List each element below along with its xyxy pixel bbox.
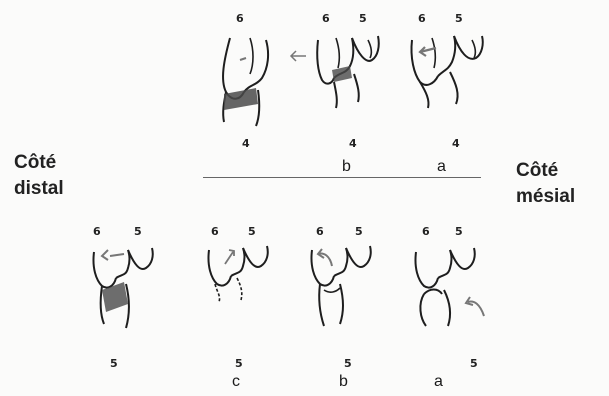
tooth-number-label: 4: [349, 137, 357, 150]
tooth-number-label: 6: [418, 12, 426, 25]
tooth-number-label: 6: [93, 225, 101, 238]
tooth-number-label: 4: [242, 137, 250, 150]
tooth-number-label: 6: [211, 225, 219, 238]
tooth-number-label: 5: [248, 225, 256, 238]
tooth-figure-top-1: [210, 30, 280, 135]
left-arrow-icon: [288, 50, 308, 62]
tooth-number-label: 5: [455, 12, 463, 25]
mesial-side-label-line1: Côté: [516, 158, 575, 184]
tooth-figure-bottom-1: [86, 244, 166, 339]
tooth-number-label: 5: [470, 357, 478, 370]
tooth-figure-bottom-2: [203, 244, 283, 304]
tooth-number-label: 5: [355, 225, 363, 238]
figure-letter: a: [434, 373, 443, 391]
tooth-number-label: 6: [322, 12, 330, 25]
tooth-number-label: 5: [110, 357, 118, 370]
tooth-number-label: 5: [455, 225, 463, 238]
tooth-number-label: 6: [316, 225, 324, 238]
tooth-figure-bottom-4: [408, 244, 493, 339]
row-divider-line: [203, 177, 481, 178]
tooth-number-label: 6: [422, 225, 430, 238]
figure-letter: b: [342, 158, 351, 176]
distal-side-label: Côté distal: [14, 150, 64, 202]
tooth-number-label: 5: [359, 12, 367, 25]
tooth-number-label: 4: [452, 137, 460, 150]
tooth-number-label: 6: [236, 12, 244, 25]
mesial-side-label-line2: mésial: [516, 184, 575, 210]
tooth-figure-top-2: [310, 30, 395, 110]
distal-side-label-line1: Côté: [14, 150, 64, 176]
tooth-number-label: 5: [134, 225, 142, 238]
distal-side-label-line2: distal: [14, 176, 64, 202]
mesial-side-label: Côté mésial: [516, 158, 575, 210]
figure-letter: c: [232, 373, 240, 391]
tooth-figure-bottom-3: [302, 244, 382, 339]
tooth-figure-top-3: [406, 30, 491, 110]
figure-letter: b: [339, 373, 348, 391]
tooth-number-label: 5: [344, 357, 352, 370]
tooth-number-label: 5: [235, 357, 243, 370]
figure-letter: a: [437, 158, 446, 176]
